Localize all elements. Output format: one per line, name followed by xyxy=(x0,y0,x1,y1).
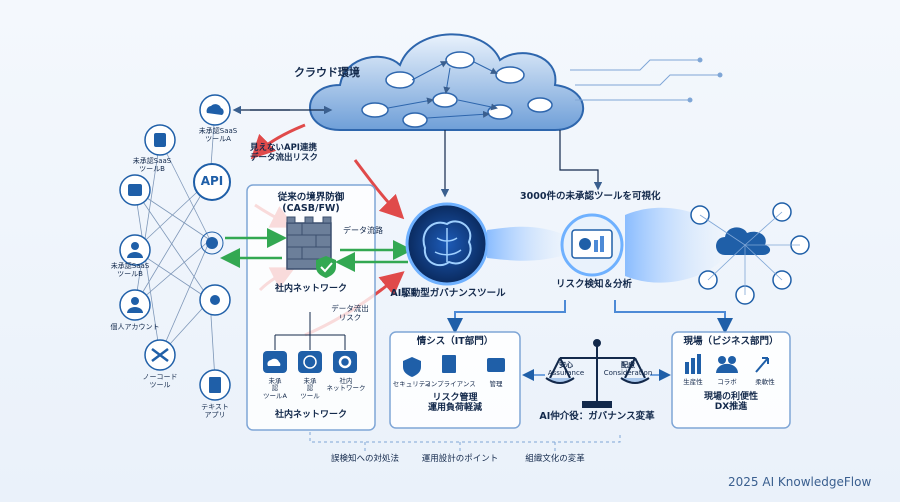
text-app-label: テキストアプリ xyxy=(201,403,229,420)
green-flow-arrows xyxy=(220,228,413,272)
firewall-icon xyxy=(286,216,332,270)
perimeter-footer: 社内ネットワーク xyxy=(274,410,348,420)
balance-scale-icon xyxy=(545,339,650,408)
bottom-point-3: 組織文化の変革 xyxy=(525,454,585,464)
api-label: API xyxy=(200,174,224,188)
field-dept-panel xyxy=(671,331,791,429)
data-leak-risk-label: データ流出リスク xyxy=(331,304,369,322)
it-icon-security-label: セキュリティ xyxy=(392,380,432,388)
tool-mesh-lines xyxy=(134,109,216,381)
left-tool-icons xyxy=(119,94,231,401)
bottom-connectors xyxy=(309,432,621,452)
it-icon-compliance-label: コンプライアンス xyxy=(424,380,476,388)
nocode-label: ノーコードツール xyxy=(142,373,178,390)
it-icon-management-label: 管理 xyxy=(489,380,503,388)
it-dept-icons xyxy=(403,355,505,377)
internal-network-label: 社内ネットワーク xyxy=(274,284,348,294)
field-dept-title: 現場（ビジネス部門） xyxy=(683,336,779,347)
internal-tool-icons xyxy=(263,351,357,373)
internal-tool-1-label: 未承認ツールA xyxy=(263,377,287,400)
internal-tool-3-label: 社内ネットワーク xyxy=(326,377,366,393)
field-icon-productivity-label: 生産性 xyxy=(683,378,703,386)
risk-analysis-label: リスク検知＆分析 xyxy=(555,279,633,290)
split-arrows xyxy=(447,300,733,334)
shield-check-icon xyxy=(316,256,336,278)
it-dept-panel xyxy=(389,331,521,429)
circuit-lines xyxy=(570,57,723,103)
balance-caption: AI仲介役：ガバナンス変革 xyxy=(539,411,655,422)
it-dept-desc: リスク管理運用負荷軽減 xyxy=(427,393,483,414)
field-icon-flexibility-label: 柔軟性 xyxy=(755,378,775,386)
hub-dot xyxy=(200,231,224,255)
api-node xyxy=(193,163,231,201)
visualize-title: 3000件の未承認ツールを可視化 xyxy=(520,191,661,202)
cloud-environment xyxy=(309,33,585,131)
right-cloud xyxy=(716,227,771,255)
it-dept-title: 情シス（IT部門） xyxy=(416,336,494,347)
data-beam xyxy=(487,226,565,261)
field-icon-collab-label: コラボ xyxy=(717,378,737,386)
personal-account-label: 個人アカウント xyxy=(110,323,160,331)
cloud-title: クラウド環境 xyxy=(294,66,360,79)
ai-brain-icon xyxy=(405,202,489,286)
internal-tool-2-label: 未承認ツール xyxy=(300,377,320,400)
bottom-point-2: 運用設計のポイント xyxy=(421,454,499,464)
output-beam xyxy=(625,207,720,283)
risk-analysis-icon xyxy=(560,213,624,277)
bottom-point-1: 誤検知への対処法 xyxy=(330,454,400,464)
footer-brand: 2025 AI KnowledgeFlow xyxy=(728,475,872,489)
right-mesh-lines xyxy=(699,211,800,295)
ai-tool-label: AI駆動型ガバナンスツール xyxy=(390,288,506,299)
left-tool-glyphs xyxy=(127,104,224,393)
invisible-api-risk-label: 見えないAPI連携データ流出リスク xyxy=(250,143,319,163)
internal-tree-lines xyxy=(274,312,346,350)
field-dept-icons xyxy=(685,354,769,374)
data-flow-label: データ流路 xyxy=(343,226,383,235)
perimeter-title: 従来の境界防御(CASB/FW) xyxy=(277,192,345,214)
cloud-down-arrows xyxy=(440,130,603,198)
